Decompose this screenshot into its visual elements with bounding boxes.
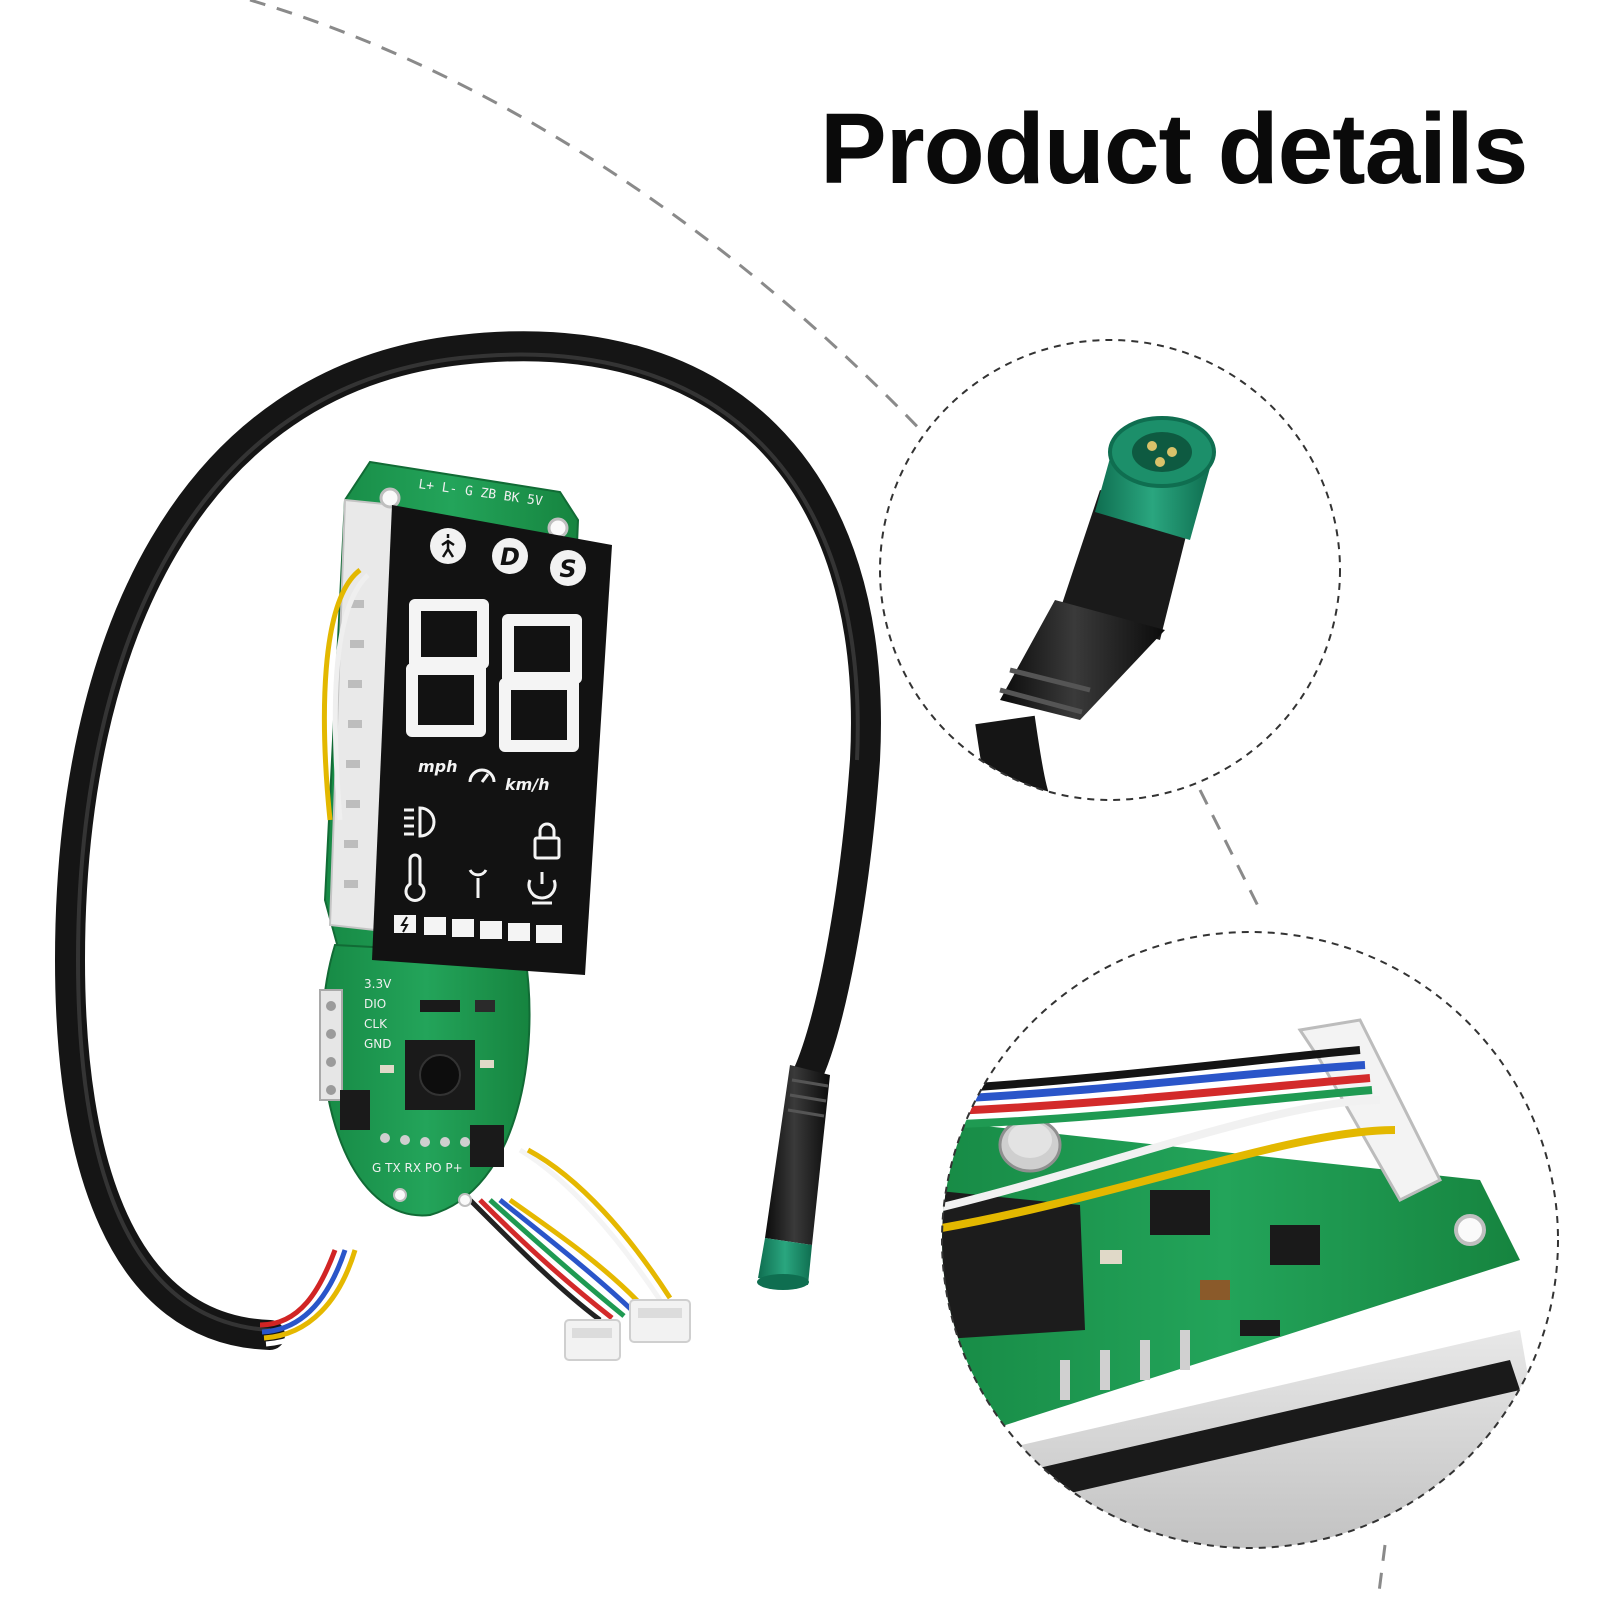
lock-icon [533, 822, 561, 860]
speed-digit-2 [499, 614, 582, 752]
tire-pressure-icon [527, 872, 557, 905]
wrench-icon [468, 869, 488, 898]
detail-connector-closeup [879, 339, 1341, 801]
jst-connector-2 [629, 1299, 691, 1343]
connector-dashed-line-1 [1198, 789, 1262, 911]
mode-s-label: S [559, 555, 576, 583]
mode-s-icon [550, 550, 586, 586]
led-display: D S mph km/h [372, 505, 612, 975]
charge-icon [400, 916, 409, 933]
speedometer-icon [468, 768, 496, 783]
pin-label-3v3: 3.3V [364, 977, 392, 991]
side-pin-header [319, 989, 343, 1101]
cable-loop [54, 331, 881, 1350]
unit-mph: mph [418, 757, 458, 776]
unit-kmh: km/h [505, 775, 550, 794]
page-title: Product details [820, 93, 1528, 205]
bottom-pin-labels: G TX RX PO P+ [372, 1161, 463, 1175]
detail-pcb-closeup [941, 931, 1559, 1549]
cable-end-wires [259, 1249, 368, 1347]
pin-label-gnd: GND [364, 1037, 392, 1051]
battery-bar [394, 915, 562, 943]
speed-digit-1 [406, 599, 489, 737]
background-dashed-arc [249, 0, 932, 442]
jst-connector-1 [564, 1319, 621, 1361]
connector-dashed-line-2 [1376, 1544, 1387, 1600]
pin-label-clk: CLK [364, 1017, 388, 1031]
pin-label-dio: DIO [364, 997, 386, 1011]
mode-d-icon [492, 538, 528, 574]
wire-bundle [468, 1147, 673, 1322]
thermometer-icon [404, 853, 426, 902]
mode-d-label: D [500, 543, 520, 571]
cable-connector [757, 1065, 830, 1290]
headlight-icon [404, 806, 436, 838]
